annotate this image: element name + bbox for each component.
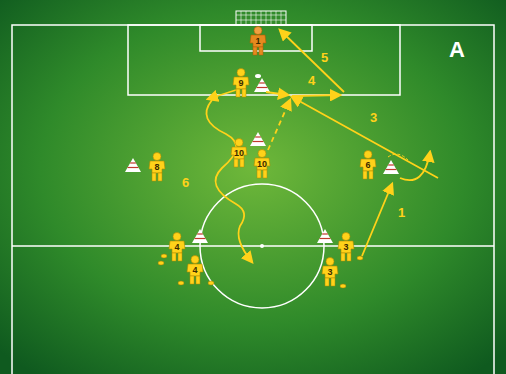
diagram-letter: A xyxy=(449,37,465,63)
shirt-number: 3 xyxy=(321,267,339,277)
callout-number: 1 xyxy=(398,205,405,220)
training-cone xyxy=(250,132,266,146)
shirt-number: 8 xyxy=(148,162,166,172)
shirt-number: 4 xyxy=(186,265,204,275)
player-figure: 3 xyxy=(337,232,355,262)
shirt-number: 10 xyxy=(253,159,271,169)
shirt-number: 4 xyxy=(168,242,186,252)
shirt-number: 9 xyxy=(232,78,250,88)
callout-number: 4 xyxy=(308,73,315,88)
player-figure: 3 xyxy=(321,257,339,287)
shirt-number: 1 xyxy=(249,36,267,46)
player-figure: 8 xyxy=(148,152,166,182)
training-cone xyxy=(317,229,333,243)
shirt-number: 10 xyxy=(230,148,248,158)
callout-number: 6 xyxy=(182,175,189,190)
shirt-number: 6 xyxy=(359,160,377,170)
training-cone xyxy=(125,158,141,172)
training-cone xyxy=(254,78,270,92)
callout-number: 3 xyxy=(370,110,377,125)
goalkeeper-figure: 1 xyxy=(249,26,267,56)
callout-number: 5 xyxy=(321,50,328,65)
training-cone xyxy=(192,229,208,243)
player-figure: 9 xyxy=(232,68,250,98)
player-figure: 10 xyxy=(230,138,248,168)
player-figure: 6 xyxy=(359,150,377,180)
player-figure: 4 xyxy=(168,232,186,262)
player-figure: 4 xyxy=(186,255,204,285)
player-figure: 10 xyxy=(253,149,271,179)
training-cone xyxy=(383,160,399,174)
shirt-number: 3 xyxy=(337,242,355,252)
